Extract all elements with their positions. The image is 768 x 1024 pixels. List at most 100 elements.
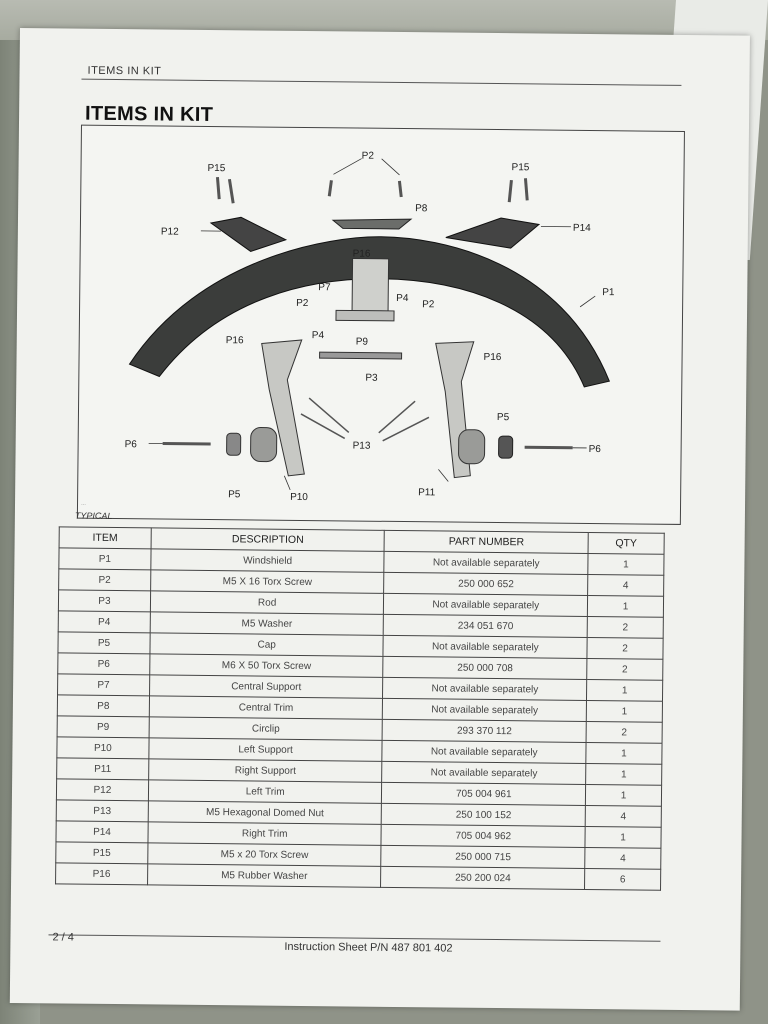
callout-p2-top: P2 bbox=[362, 151, 375, 162]
cell-qty: 2 bbox=[586, 658, 663, 681]
cell-item: P8 bbox=[57, 694, 150, 717]
callout-p16-center: P16 bbox=[353, 248, 371, 259]
cell-item: P7 bbox=[57, 673, 150, 696]
cell-qty: 1 bbox=[586, 700, 663, 723]
callout-p2-right: P2 bbox=[422, 299, 435, 310]
cell-qty: 1 bbox=[586, 679, 663, 702]
cell-item: P14 bbox=[55, 820, 149, 843]
right-long-screw bbox=[524, 445, 573, 450]
cell-item: P2 bbox=[58, 568, 151, 591]
callout-p15-right: P15 bbox=[512, 162, 530, 173]
cell-description: Right Trim bbox=[147, 821, 382, 846]
cell-qty: 1 bbox=[585, 763, 662, 786]
cell-item: P16 bbox=[55, 862, 148, 885]
column-header-description: DESCRIPTION bbox=[150, 527, 385, 552]
callout-p9: P9 bbox=[356, 337, 369, 348]
cell-description: M5 Washer bbox=[150, 611, 384, 636]
instruction-sheet-number: Instruction Sheet P/N 487 801 402 bbox=[284, 940, 453, 955]
callout-p2-left: P2 bbox=[296, 298, 309, 309]
central-support-part bbox=[351, 257, 390, 316]
callout-p7: P7 bbox=[318, 282, 331, 293]
cell-description: M5 Hexagonal Domed Nut bbox=[148, 800, 382, 825]
callout-p5-left: P5 bbox=[228, 489, 241, 500]
cell-item: P4 bbox=[58, 610, 151, 633]
cell-description: Central Trim bbox=[149, 695, 383, 720]
cell-part-number: 250 000 652 bbox=[384, 572, 588, 596]
left-support-part bbox=[261, 339, 305, 477]
cell-description: Right Support bbox=[148, 758, 383, 783]
right-trim-part bbox=[445, 217, 541, 249]
cell-part-number: 250 000 715 bbox=[381, 845, 586, 869]
left-trim-part bbox=[209, 216, 288, 252]
callout-p10: P10 bbox=[290, 492, 308, 503]
cell-part-number: Not available separately bbox=[382, 740, 587, 764]
callout-p16-left: P16 bbox=[226, 335, 244, 346]
callout-p5-right: P5 bbox=[497, 412, 510, 423]
cell-description: Circlip bbox=[148, 716, 383, 741]
callout-p14: P14 bbox=[573, 223, 591, 234]
cell-description: Central Support bbox=[149, 674, 384, 699]
callout-p15-left: P15 bbox=[207, 163, 225, 174]
page-title: ITEMS IN KIT bbox=[84, 102, 214, 127]
cell-description: Left Support bbox=[148, 737, 383, 762]
cell-description: Windshield bbox=[150, 548, 385, 573]
callout-p4-right: P4 bbox=[396, 293, 409, 304]
callout-p13: P13 bbox=[353, 441, 371, 452]
cell-part-number: Not available separately bbox=[383, 593, 588, 617]
callout-p12: P12 bbox=[161, 226, 179, 237]
cell-part-number: Not available separately bbox=[384, 551, 589, 575]
cell-qty: 2 bbox=[587, 637, 664, 660]
domed-nut-leader-3 bbox=[378, 400, 416, 434]
callout-p3: P3 bbox=[365, 373, 378, 384]
central-trim-part bbox=[331, 218, 413, 230]
cell-item: P15 bbox=[55, 841, 148, 864]
cell-part-number: 705 004 961 bbox=[381, 782, 586, 806]
callout-p6-left: P6 bbox=[125, 439, 138, 450]
right-cap-part bbox=[498, 435, 514, 459]
cell-part-number: 250 000 708 bbox=[383, 656, 588, 680]
column-header-item: ITEM bbox=[59, 526, 152, 549]
cell-qty: 6 bbox=[584, 868, 661, 891]
cell-item: P1 bbox=[58, 547, 151, 570]
cell-item: P9 bbox=[57, 715, 150, 738]
cell-description: Rod bbox=[150, 590, 385, 615]
cell-part-number: 234 051 670 bbox=[383, 614, 588, 638]
parts-diagram-svg: P1 P2 P2 P2 P3 P4 P4 P5 P5 P6 P6 P7 P8 P… bbox=[125, 151, 615, 503]
cell-qty: 1 bbox=[587, 595, 664, 618]
figure-ref-code: … bbox=[80, 500, 87, 507]
callout-p11: P11 bbox=[418, 487, 436, 498]
column-header-part-number: PART NUMBER bbox=[384, 530, 589, 554]
figure-caption: TYPICAL bbox=[74, 510, 113, 521]
cell-description: M6 X 50 Torx Screw bbox=[149, 653, 384, 678]
cell-part-number: 293 370 112 bbox=[382, 719, 587, 743]
cell-qty: 4 bbox=[584, 847, 661, 870]
cell-qty: 1 bbox=[587, 553, 665, 576]
windshield-part bbox=[128, 236, 611, 388]
cell-description: Cap bbox=[149, 632, 384, 657]
domed-nut-leader-2 bbox=[300, 413, 346, 440]
cell-item: P5 bbox=[57, 631, 151, 654]
cell-qty: 1 bbox=[585, 784, 662, 807]
cell-description: Left Trim bbox=[148, 779, 383, 804]
cell-part-number: Not available separately bbox=[383, 635, 588, 659]
cell-item: P6 bbox=[57, 652, 150, 675]
cell-item: P13 bbox=[56, 799, 149, 822]
cell-part-number: Not available separately bbox=[382, 698, 587, 722]
cell-qty: 2 bbox=[586, 721, 663, 744]
callout-p4-left: P4 bbox=[312, 330, 325, 341]
callout-p1: P1 bbox=[602, 287, 615, 298]
cell-part-number: 250 200 024 bbox=[380, 866, 585, 890]
domed-nut-leader-1 bbox=[308, 397, 350, 434]
cell-qty: 1 bbox=[585, 826, 662, 849]
cell-description: M5 Rubber Washer bbox=[147, 863, 382, 888]
cell-item: P11 bbox=[56, 757, 149, 780]
cell-qty: 4 bbox=[587, 574, 664, 597]
column-header-qty: QTY bbox=[588, 532, 665, 555]
cell-part-number: 250 100 152 bbox=[381, 803, 586, 827]
page-number: 2 / 4 bbox=[52, 931, 74, 944]
left-long-screw bbox=[162, 442, 211, 446]
instruction-page: ITEMS IN KIT ITEMS IN KIT bbox=[9, 28, 750, 1011]
cell-qty: 4 bbox=[585, 805, 662, 828]
